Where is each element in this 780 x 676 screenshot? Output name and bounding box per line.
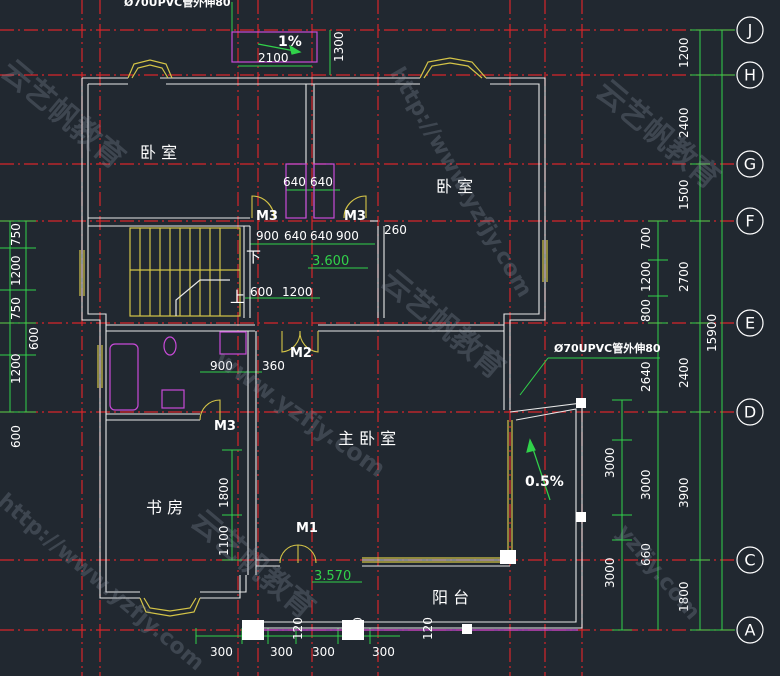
door-code-m3-right: M3 — [344, 209, 366, 224]
dim-600: 600 — [250, 285, 273, 299]
windows-and-stair — [79, 57, 548, 617]
dim-360: 360 — [262, 359, 285, 373]
dim-left-750b: 750 — [9, 297, 23, 320]
axis-bubble-j — [736, 16, 764, 44]
dim-right-800: 800 — [639, 299, 653, 322]
dim-640a: 640 — [283, 175, 306, 189]
dim-right-1500: 1500 — [677, 179, 691, 210]
axis-label-a: A — [745, 621, 756, 640]
dim-bottom-120a: 120 — [291, 617, 305, 640]
dim-900c: 900 — [210, 359, 233, 373]
top-vent-box — [231, 31, 318, 63]
shaft-right — [313, 163, 335, 219]
door-code-m2: M2 — [290, 346, 312, 361]
dim-900b: 900 — [336, 229, 359, 243]
axis-label-g: G — [744, 155, 756, 174]
axis-bubble-f — [736, 207, 764, 235]
axis-label-h: H — [744, 66, 756, 85]
slope-balcony: 0.5% — [525, 474, 564, 490]
dim-right-2400b: 2400 — [677, 357, 691, 388]
axis-label-f: F — [745, 212, 754, 231]
dim-right-3000c: 3000 — [603, 557, 617, 588]
dim-640d: 640 — [310, 229, 333, 243]
dim-right-700: 700 — [639, 227, 653, 250]
dim-right-2400a: 2400 — [677, 107, 691, 138]
washbasin — [219, 331, 247, 355]
door-code-m3-left: M3 — [256, 209, 278, 224]
dim-right-1200: 1200 — [677, 37, 691, 68]
axis-label-e: E — [745, 314, 755, 333]
dim-bottom-300c: 300 — [312, 645, 335, 659]
elevation-hall: 3.600 — [312, 254, 349, 269]
stair-outline — [129, 227, 241, 317]
axis-bubble-a — [736, 616, 764, 644]
dim-right-3900: 3900 — [677, 477, 691, 508]
door-swings — [199, 195, 367, 564]
dim-bottom-120c: 120 — [421, 617, 435, 640]
stair-down-label: 下 — [246, 248, 261, 266]
door-code-m1: M1 — [296, 521, 318, 536]
dim-1100v: 1100 — [217, 525, 231, 556]
dim-260: 260 — [384, 223, 407, 237]
room-balcony: 阳 台 — [432, 588, 469, 607]
axis-bubbles — [736, 16, 764, 644]
dim-640c: 640 — [284, 229, 307, 243]
dim-right-3000b: 3000 — [639, 469, 653, 500]
dim-left-600b: 600 — [9, 425, 23, 448]
dim-left-600a: 600 — [27, 327, 41, 350]
axis-bubble-e — [736, 309, 764, 337]
axis-label-j: J — [747, 21, 753, 40]
dim-right-3000a: 3000 — [603, 447, 617, 478]
axis-bubble-c — [736, 546, 764, 574]
dim-top-1300: 1300 — [332, 31, 346, 62]
room-master-bedroom: 主 卧 室 — [338, 429, 396, 448]
dim-top-2100: 2100 — [258, 51, 289, 65]
slope-top: 1% — [278, 34, 302, 50]
axis-label-d: D — [744, 403, 756, 422]
dim-bottom-300b: 300 — [270, 645, 293, 659]
column-markers — [242, 398, 586, 640]
dim-left-1200a: 1200 — [9, 255, 23, 286]
stair-up-label: 上 — [230, 288, 245, 306]
axis-label-c: C — [744, 551, 755, 570]
fixtures — [109, 31, 578, 631]
dimension-lines — [0, 2, 735, 644]
toilet — [163, 336, 177, 356]
door-code-m3-bath: M3 — [214, 419, 236, 434]
pipe-note-right: Ø70UPVC管外伸80 — [554, 341, 661, 355]
axis-bubble-h — [736, 61, 764, 89]
dim-right-1200b: 1200 — [639, 261, 653, 292]
dim-right-2700: 2700 — [677, 261, 691, 292]
dim-bottom-120b: 120 — [351, 617, 365, 640]
pipe-note-top: Ø70UPVC管外伸80 — [124, 0, 231, 9]
dim-left-1200b: 1200 — [9, 353, 23, 384]
walls — [81, 77, 583, 629]
dim-640b: 640 — [310, 175, 333, 189]
shaft-left — [285, 163, 307, 219]
room-study: 书 房 — [146, 498, 183, 517]
bath-basin — [161, 389, 185, 409]
dim-1200h: 1200 — [282, 285, 313, 299]
dim-right-1800: 1800 — [677, 581, 691, 612]
dim-right-2640: 2640 — [639, 361, 653, 392]
axis-grid — [0, 0, 735, 676]
axis-bubble-g — [736, 150, 764, 178]
room-bedroom-left: 卧 室 — [140, 143, 177, 162]
dim-bottom-300a: 300 — [210, 645, 233, 659]
dim-1800v: 1800 — [217, 477, 231, 508]
axis-bubble-d — [736, 398, 764, 426]
dim-bottom-300d: 300 — [372, 645, 395, 659]
dim-right-660: 660 — [639, 543, 653, 566]
room-bedroom-right: 卧 室 — [436, 177, 473, 196]
bathtub — [109, 343, 139, 411]
dim-900a: 900 — [256, 229, 279, 243]
elevation-master: 3.570 — [314, 569, 351, 584]
dim-left-750a: 750 — [9, 223, 23, 246]
slope-arrows — [257, 43, 551, 501]
dim-right-15900: 15900 — [705, 314, 719, 352]
